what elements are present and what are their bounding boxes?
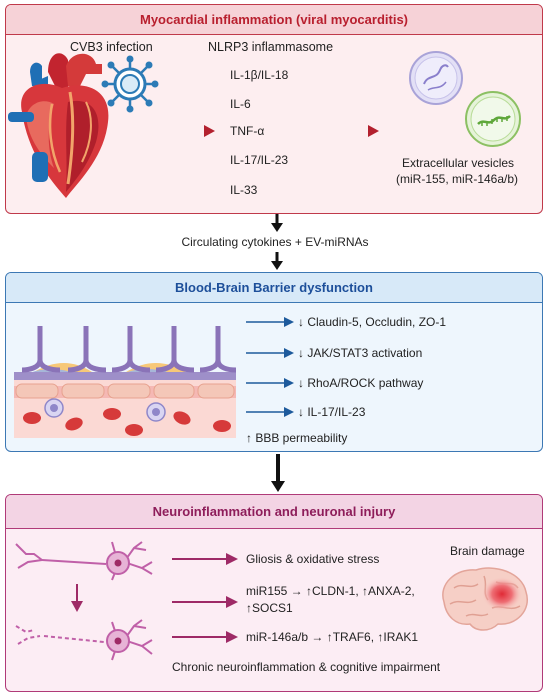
cytokine-tnfa: TNF-α [230, 124, 265, 138]
nlrp3-inflammasome-label: NLRP3 inflammasome [208, 40, 334, 54]
arrow-down-to-bbb [271, 252, 283, 270]
arrow-cytokines-to-vesicles [288, 125, 379, 137]
effect-il17-il23: ↓ IL-17/IL-23 [298, 405, 366, 419]
neuron-degeneration-arrow [71, 584, 83, 612]
effect-mir155-line1: miR155 → ↑CLDN-1, ↑ANXA-2, [246, 584, 415, 598]
bbb-permeability-label: ↑ BBB permeability [246, 431, 348, 445]
effect-gliosis-oxidative-stress: Gliosis & oxidative stress [246, 552, 380, 566]
cytokine-il33: IL-33 [230, 183, 258, 197]
cytokine-il17-il23: IL-17/IL-23 [230, 153, 289, 167]
panel-title-neuroinflammation: Neuroinflammation and neuronal injury [6, 495, 542, 529]
healthy-neuron-icon [15, 541, 153, 581]
arrow-down-to-neuro [271, 454, 285, 492]
virus-icon [101, 55, 159, 113]
circulating-cytokines-label: Circulating cytokines + EV-miRNAs [181, 235, 369, 249]
heart-icon [8, 53, 109, 198]
brain-damage-label: Brain damage [450, 544, 525, 558]
arrow-gliosis [172, 553, 238, 565]
mirna-vesicle-icon [465, 91, 521, 147]
arrow-down-to-circulation [271, 214, 283, 232]
blood-vessel-barrier-illustration [14, 326, 237, 438]
panel-title-myocardial: Myocardial inflammation (viral myocardit… [6, 5, 542, 35]
brain-icon [442, 567, 529, 631]
arrow-bbb-il17-il23 [246, 407, 294, 417]
arrow-mir155 [172, 596, 238, 608]
cvb3-infection-label: CVB3 infection [70, 40, 153, 54]
arrow-bbb-rhoa-rock [246, 378, 294, 388]
arrow-heart-to-cytokines [124, 125, 215, 137]
damaged-neuron-icon [15, 619, 153, 661]
arrow-mir146 [172, 631, 238, 643]
panel-title-bbb: Blood-Brain Barrier dysfunction [6, 273, 542, 303]
arrow-bbb-jak-stat3 [246, 348, 294, 358]
effect-rhoa-rock: ↓ RhoA/ROCK pathway [298, 376, 424, 390]
extracellular-vesicles-mirna-label: (miR-155, miR-146a/b) [396, 172, 519, 186]
extracellular-vesicles-label: Extracellular vesicles [402, 156, 515, 170]
bbb-dysfunction-panel: Blood-Brain Barrier dysfunction [5, 272, 543, 452]
extracellular-vesicle-icon [409, 51, 463, 105]
arrow-bbb-claudin [246, 317, 294, 327]
effect-jak-stat3: ↓ JAK/STAT3 activation [298, 346, 423, 360]
cytokine-il1b-il18: IL-1β/IL-18 [230, 68, 289, 82]
cytokine-il6: IL-6 [230, 97, 251, 111]
effect-mir146-traf6-irak1: miR-146a/b → ↑TRAF6, ↑IRAK1 [246, 630, 419, 644]
chronic-neuroinflammation-summary: Chronic neuroinflammation & cognitive im… [172, 660, 441, 674]
effect-mir155-line2: ↑SOCS1 [246, 601, 293, 615]
effect-claudin-occludin-zo1: ↓ Claudin-5, Occludin, ZO-1 [298, 315, 447, 329]
